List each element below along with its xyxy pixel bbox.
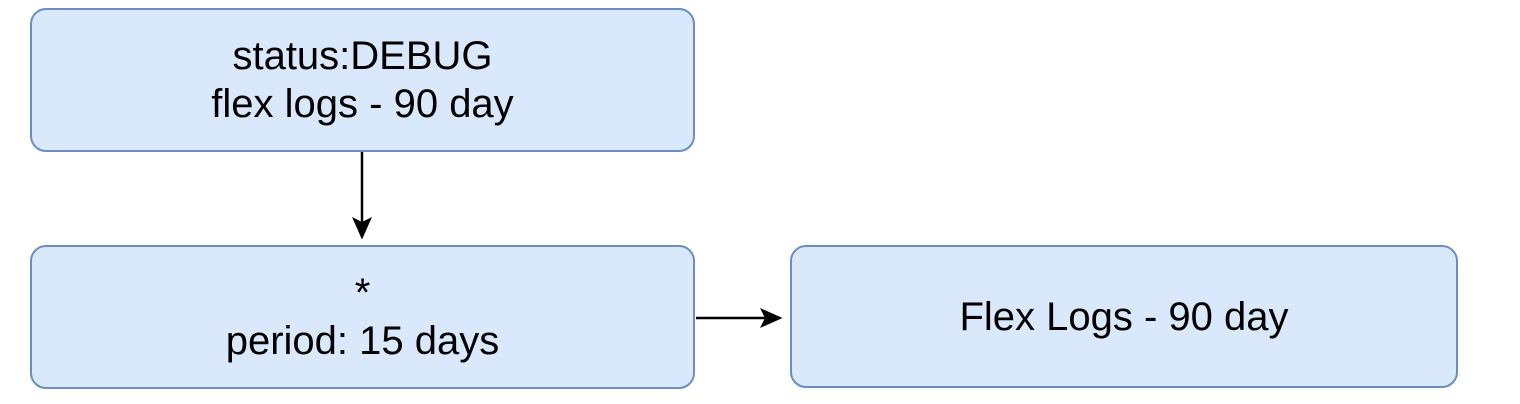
node-text-line: * [354, 271, 371, 315]
node-text-line: status:DEBUG [232, 34, 493, 78]
node-status-debug-filter[interactable]: status:DEBUG flex logs - 90 day [30, 8, 695, 152]
node-text-line: period: 15 days [225, 319, 500, 363]
node-period-15-days[interactable]: * period: 15 days [30, 245, 695, 389]
node-flex-logs-90-day[interactable]: Flex Logs - 90 day [790, 245, 1458, 388]
node-text-line: Flex Logs - 90 day [959, 294, 1289, 339]
node-text-line: flex logs - 90 day [211, 82, 514, 126]
